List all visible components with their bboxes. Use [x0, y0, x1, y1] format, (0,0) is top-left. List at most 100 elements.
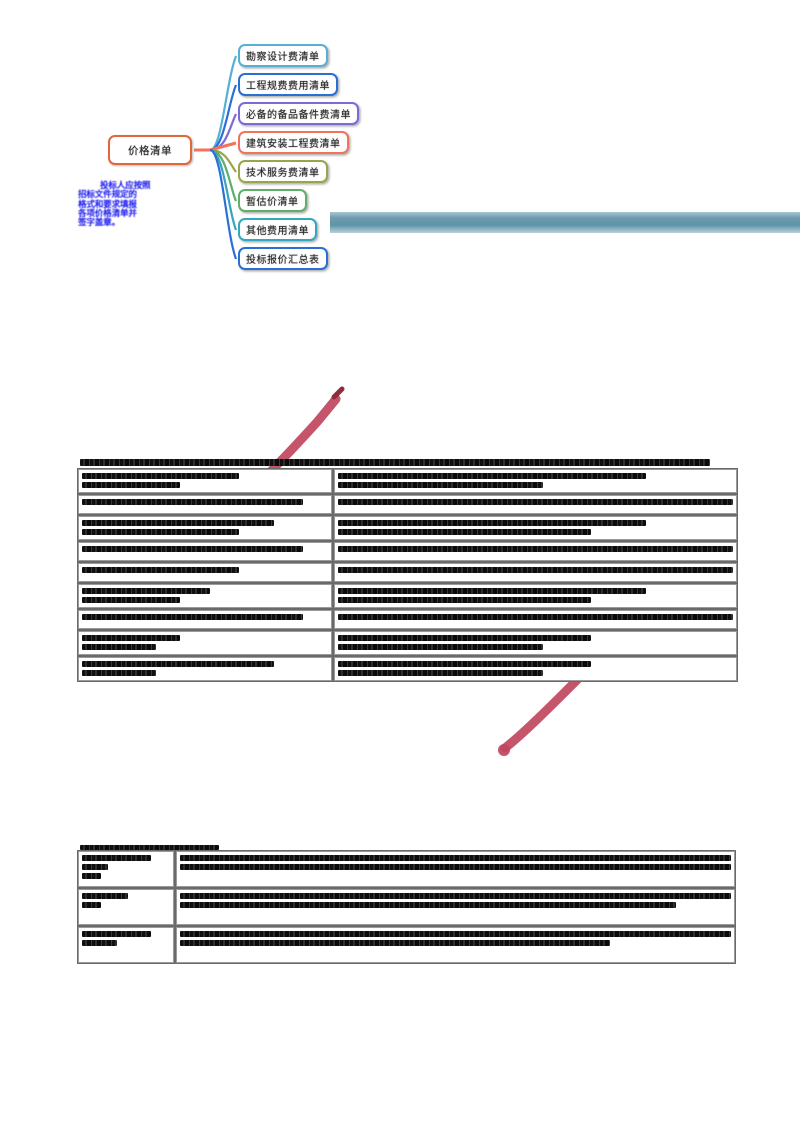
mindmap-node-construction-install-fee[interactable]: 建筑安装工程费清单 — [238, 131, 349, 154]
table-cell — [333, 562, 738, 583]
redacted-text-line — [82, 855, 151, 861]
mindmap-node-technical-service-fee[interactable]: 技术服务费清单 — [238, 160, 328, 183]
redacted-text-line — [82, 567, 240, 573]
mindmap-node-label: 勘察设计费清单 — [246, 52, 320, 63]
mindmap-node-engineering-fee[interactable]: 工程规费费用清单 — [238, 73, 338, 96]
mindmap-node-label: 建筑安装工程费清单 — [246, 139, 341, 150]
table-cell — [333, 494, 738, 515]
redacted-text-line — [338, 588, 647, 594]
table-cell — [77, 850, 175, 888]
redacted-text-line — [180, 864, 731, 870]
mindmap-connectors — [194, 55, 238, 260]
mindmap-node-label: 暂估价清单 — [246, 197, 299, 208]
redacted-text-line — [338, 520, 647, 526]
table-row — [77, 468, 738, 494]
table-cell — [175, 850, 736, 888]
table-cell — [333, 468, 738, 494]
table-cell — [77, 494, 333, 515]
blue-annotation-note: 投标人应按照 招标文件规定的 格式和要求填报 各项价格清单并 签字盖章。 — [78, 181, 198, 229]
mindmap-node-label: 必备的备品备件费清单 — [246, 110, 351, 121]
table-cell — [333, 656, 738, 682]
redacted-text-line — [180, 931, 731, 937]
redacted-text-line — [338, 661, 591, 667]
redacted-text-line — [82, 473, 240, 479]
redacted-text-line — [82, 873, 102, 879]
blue-annotation-line: 各项价格清单并 — [78, 208, 137, 219]
table-cell — [175, 888, 736, 926]
redacted-text-line — [338, 635, 591, 641]
table-row — [77, 888, 736, 926]
table2-top-smudge — [80, 843, 710, 850]
mindmap-node-label: 技术服务费清单 — [246, 168, 320, 179]
requirements-table-lower — [77, 850, 736, 964]
redacted-text-line — [82, 940, 118, 946]
mindmap-node-label: 工程规费费用清单 — [246, 81, 330, 92]
redacted-text-line — [82, 661, 274, 667]
table-cell — [77, 541, 333, 562]
blue-annotation-line: 投标人应按照 — [100, 181, 151, 191]
mindmap-node-other-fee[interactable]: 其他费用清单 — [238, 218, 317, 241]
mindmap-root-node[interactable]: 价格清单 — [108, 135, 192, 165]
connector-7 — [209, 148, 238, 260]
redacted-text-line — [82, 670, 156, 676]
table-cell — [77, 888, 175, 926]
redacted-text-line — [338, 614, 733, 620]
table-cell — [77, 926, 175, 964]
mindmap-node-survey-design-fee[interactable]: 勘察设计费清单 — [238, 44, 328, 67]
blue-annotation-line: 格式和要求填报 — [78, 199, 137, 210]
mindmap-node-label: 投标报价汇总表 — [246, 255, 320, 266]
redacted-text-line — [82, 520, 274, 526]
redacted-text-line — [82, 864, 109, 870]
table-row — [77, 630, 738, 656]
redacted-text-line — [338, 473, 647, 479]
table-row — [77, 541, 738, 562]
redacted-text-line — [338, 644, 544, 650]
redacted-text-line — [82, 635, 181, 641]
table-row — [77, 850, 736, 888]
table-cell — [333, 515, 738, 541]
redacted-text-line — [180, 855, 731, 861]
table-cell — [333, 583, 738, 609]
table-cell — [77, 468, 333, 494]
mindmap-node-spare-parts[interactable]: 必备的备品备件费清单 — [238, 102, 359, 125]
connector-3 — [209, 141, 237, 152]
redacted-text-line — [82, 499, 304, 505]
redacted-text-line — [180, 902, 676, 908]
redacted-text-line — [82, 546, 304, 552]
connector-0 — [209, 55, 238, 152]
table1-body — [77, 468, 738, 682]
mindmap-node-provisional-price[interactable]: 暂估价清单 — [238, 189, 307, 212]
redacted-text-line — [82, 597, 181, 603]
requirements-table-upper — [77, 468, 738, 682]
table-cell — [77, 630, 333, 656]
blue-annotation-line: 招标文件规定的 — [78, 190, 137, 201]
redacted-text-line — [82, 614, 304, 620]
blue-annotation-line: 签字盖章。 — [78, 218, 120, 229]
redacted-text-line — [82, 931, 151, 937]
table2-body — [77, 850, 736, 964]
redacted-text-line — [180, 940, 610, 946]
table-cell — [175, 926, 736, 964]
redacted-text-line — [338, 529, 591, 535]
table-row — [77, 656, 738, 682]
redacted-text-line — [82, 644, 156, 650]
table-row — [77, 494, 738, 515]
table-row — [77, 583, 738, 609]
redacted-text-line — [338, 546, 733, 552]
table-cell — [77, 515, 333, 541]
table-cell — [77, 562, 333, 583]
table-cell — [77, 583, 333, 609]
table-cell — [77, 656, 333, 682]
mindmap-node-bid-price-summary[interactable]: 投标报价汇总表 — [238, 247, 328, 270]
teal-highlight-band — [330, 212, 800, 233]
table-row — [77, 609, 738, 630]
table-row — [77, 926, 736, 964]
table-row — [77, 515, 738, 541]
table-cell — [333, 630, 738, 656]
mindmap-root-label: 价格清单 — [128, 144, 172, 157]
redacted-text-line — [338, 482, 544, 488]
redacted-text-line — [338, 670, 544, 676]
table-row — [77, 562, 738, 583]
redacted-text-line — [82, 482, 181, 488]
